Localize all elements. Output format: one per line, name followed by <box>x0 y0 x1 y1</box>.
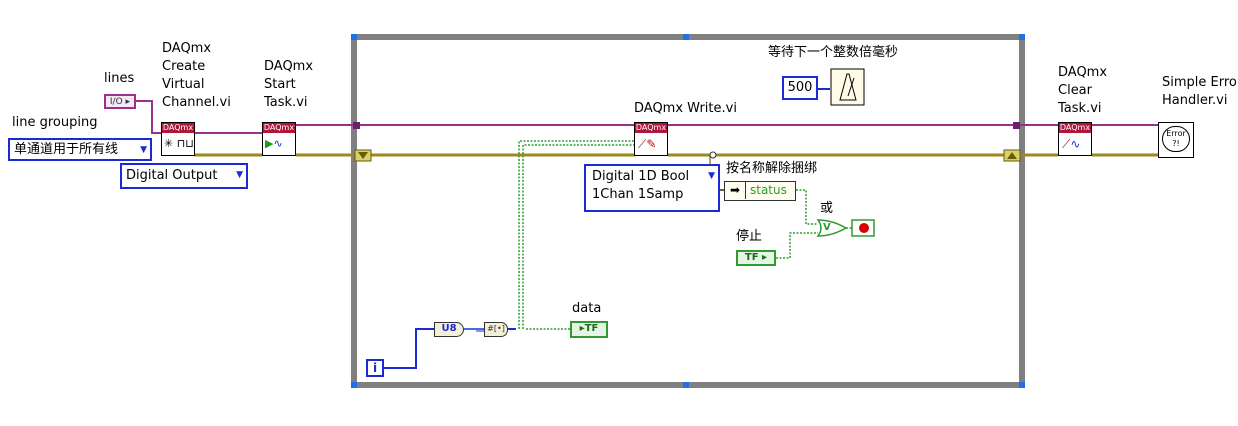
data-tf-text: TF <box>584 323 599 334</box>
or-label: 或 <box>820 201 834 216</box>
number-to-bool-array[interactable]: #[•] <box>484 322 508 337</box>
lines-constant[interactable]: I/O ▸ <box>104 94 136 109</box>
wait-value: 500 <box>787 80 813 95</box>
loop-handle-tl[interactable] <box>351 34 357 40</box>
wait-label: 等待下一个整数倍毫秒 <box>768 45 899 60</box>
status-field: status <box>750 183 787 197</box>
create-badge: DAQmx <box>162 123 194 133</box>
line-grouping-constant[interactable]: 单通道用于所有线 <box>8 138 152 161</box>
data-label: data <box>572 301 602 316</box>
create-channel-label: DAQmx Create Virtual Channel.vi <box>162 41 231 110</box>
task-wire <box>135 100 1158 134</box>
clear-task-label: DAQmx Clear Task.vi <box>1058 65 1108 116</box>
u8-conversion[interactable]: U8 <box>434 322 464 337</box>
digital-output-value: Digital Output <box>126 168 218 183</box>
loop-handle-top[interactable] <box>683 34 689 40</box>
loop-handle-bottom[interactable] <box>683 382 689 388</box>
pencil-icon: ⟋✎ <box>638 137 657 151</box>
iteration-text: i <box>372 361 378 375</box>
write-type-value: Digital 1D Bool 1Chan 1Samp <box>592 169 690 202</box>
wait-constant[interactable]: 500 <box>782 76 818 100</box>
unbundle-node[interactable]: ➡ status <box>724 181 796 201</box>
iteration-terminal[interactable]: i <box>366 359 384 377</box>
digital-output-constant[interactable]: Digital Output <box>120 163 248 189</box>
io-text: I/O <box>109 97 123 107</box>
daqmx-write-vi[interactable]: DAQmx ⟋✎ <box>634 122 668 156</box>
stop-tf-text: TF <box>744 252 759 263</box>
wire-junction <box>709 151 717 159</box>
or-gate[interactable] <box>816 219 848 237</box>
loop-handle-br[interactable] <box>1019 382 1025 388</box>
write-badge: DAQmx <box>635 123 667 133</box>
stop-label: 停止 <box>736 229 763 244</box>
unbundle-arrow-icon: ➡ <box>725 182 746 199</box>
eraser-icon: ⟋∿ <box>1062 137 1081 151</box>
start-task-label: DAQmx Start Task.vi <box>264 59 314 110</box>
num-to-bool-text: #[•] <box>487 324 505 333</box>
write-type-selector[interactable]: Digital 1D Bool 1Chan 1Samp <box>584 164 720 212</box>
daqmx-start-task-vi[interactable]: DAQmx ▶∿ <box>262 122 296 156</box>
data-indicator[interactable]: ▸TF <box>570 321 608 338</box>
write-label: DAQmx Write.vi <box>634 101 737 116</box>
line-grouping-label: line grouping <box>12 115 98 130</box>
bool-wire <box>518 140 852 330</box>
stop-control[interactable]: TF ▸ <box>736 250 776 266</box>
error-handler-label: Simple Error Handler.vi <box>1162 75 1238 108</box>
metronome-icon[interactable] <box>830 68 865 106</box>
task-tunnel-out <box>1013 122 1020 129</box>
error-icon: Error ?! <box>1162 126 1190 152</box>
lines-label: lines <box>104 71 135 86</box>
unbundle-label: 按名称解除捆绑 <box>726 161 818 176</box>
daqmx-create-channel-vi[interactable]: DAQmx ✳ ⊓⊔ <box>161 122 195 156</box>
simple-error-handler-vi[interactable]: Error ?! <box>1158 122 1194 158</box>
play-icon: ▶∿ <box>265 137 283 150</box>
task-tunnel-in <box>353 122 360 129</box>
clear-badge: DAQmx <box>1059 123 1091 133</box>
start-badge: DAQmx <box>263 123 295 133</box>
create-channel-icon: ✳ ⊓⊔ <box>164 137 194 150</box>
numeric-wire <box>384 88 830 369</box>
line-grouping-value: 单通道用于所有线 <box>14 142 119 157</box>
or-gate-symbol: V <box>823 222 831 233</box>
daqmx-clear-task-vi[interactable]: DAQmx ⟋∿ <box>1058 122 1092 156</box>
loop-handle-tr[interactable] <box>1019 34 1025 40</box>
u8-text: U8 <box>441 323 457 334</box>
loop-handle-bl[interactable] <box>351 382 357 388</box>
